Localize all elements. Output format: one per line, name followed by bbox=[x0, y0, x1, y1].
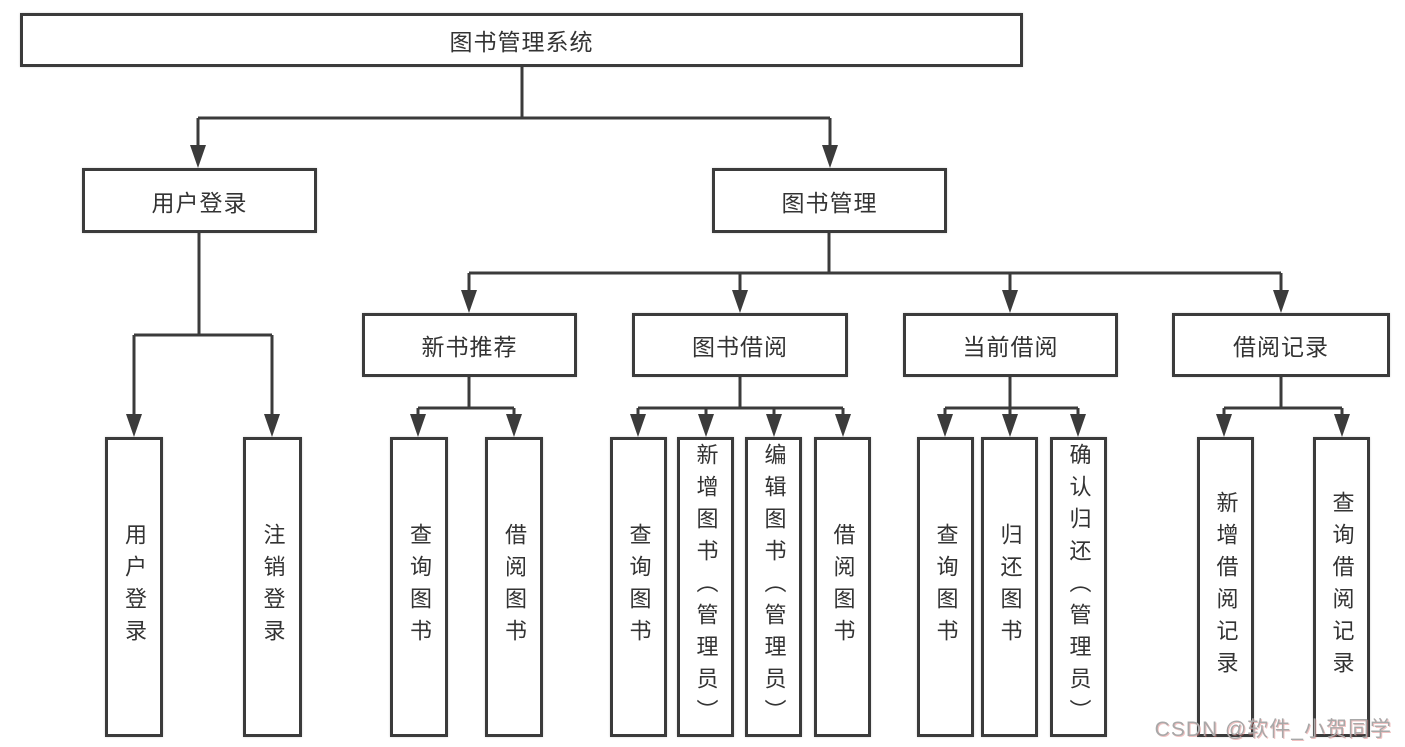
node-leaf-bb-query-books: 查询图书 bbox=[610, 437, 667, 737]
node-label: 用户登录 bbox=[122, 523, 147, 651]
node-label: 编辑图书（管理员） bbox=[761, 443, 787, 731]
node-label: 归还图书 bbox=[997, 523, 1023, 651]
node-leaf-logout: 注销登录 bbox=[243, 437, 302, 737]
node-leaf-cb-confirm-return: 确认归还（管理员） bbox=[1050, 437, 1107, 737]
node-leaf-bb-edit-books: 编辑图书（管理员） bbox=[745, 437, 802, 737]
node-label: 图书管理系统 bbox=[449, 29, 594, 55]
connector-lines bbox=[132, 67, 1344, 419]
node-root-system: 图书管理系统 bbox=[20, 13, 1023, 67]
node-label: 查询图书 bbox=[407, 523, 432, 651]
node-leaf-bb-add-books: 新增图书（管理员） bbox=[677, 437, 734, 737]
node-current-borrowing: 当前借阅 bbox=[903, 313, 1118, 377]
node-label: 图书借阅 bbox=[692, 334, 788, 360]
node-new-book-recommend: 新书推荐 bbox=[362, 313, 577, 377]
node-leaf-bb-borrow-books: 借阅图书 bbox=[814, 437, 871, 737]
node-user-login: 用户登录 bbox=[82, 168, 317, 233]
node-label: 新增图书（管理员） bbox=[693, 443, 719, 731]
arrowheads bbox=[126, 145, 1350, 437]
node-label: 注销登录 bbox=[260, 523, 286, 651]
node-leaf-nb-query-books: 查询图书 bbox=[390, 437, 448, 737]
node-label: 用户登录 bbox=[151, 189, 248, 216]
node-label: 新增借阅记录 bbox=[1213, 491, 1239, 683]
node-leaf-br-query-record: 查询借阅记录 bbox=[1313, 437, 1370, 737]
node-book-borrowing: 图书借阅 bbox=[632, 313, 848, 377]
node-leaf-user-login: 用户登录 bbox=[105, 437, 163, 737]
node-label: 查询图书 bbox=[626, 523, 652, 651]
node-label: 查询图书 bbox=[933, 523, 959, 651]
node-label: 图书管理 bbox=[781, 189, 878, 216]
node-label: 当前借阅 bbox=[962, 334, 1059, 360]
node-borrowing-records: 借阅记录 bbox=[1172, 313, 1390, 377]
node-label: 查询借阅记录 bbox=[1329, 491, 1355, 683]
node-label: 确认归还（管理员） bbox=[1066, 443, 1092, 731]
node-label: 借阅图书 bbox=[502, 523, 527, 651]
node-book-management: 图书管理 bbox=[712, 168, 947, 233]
node-label: 新书推荐 bbox=[421, 334, 518, 360]
node-leaf-br-add-record: 新增借阅记录 bbox=[1197, 437, 1254, 737]
node-label: 借阅记录 bbox=[1233, 334, 1329, 360]
node-leaf-nb-borrow-books: 借阅图书 bbox=[485, 437, 543, 737]
node-leaf-cb-return-books: 归还图书 bbox=[981, 437, 1038, 737]
node-leaf-cb-query-books: 查询图书 bbox=[917, 437, 974, 737]
watermark: CSDN @软件_小贺同学 bbox=[1154, 718, 1392, 741]
node-label: 借阅图书 bbox=[830, 523, 856, 651]
